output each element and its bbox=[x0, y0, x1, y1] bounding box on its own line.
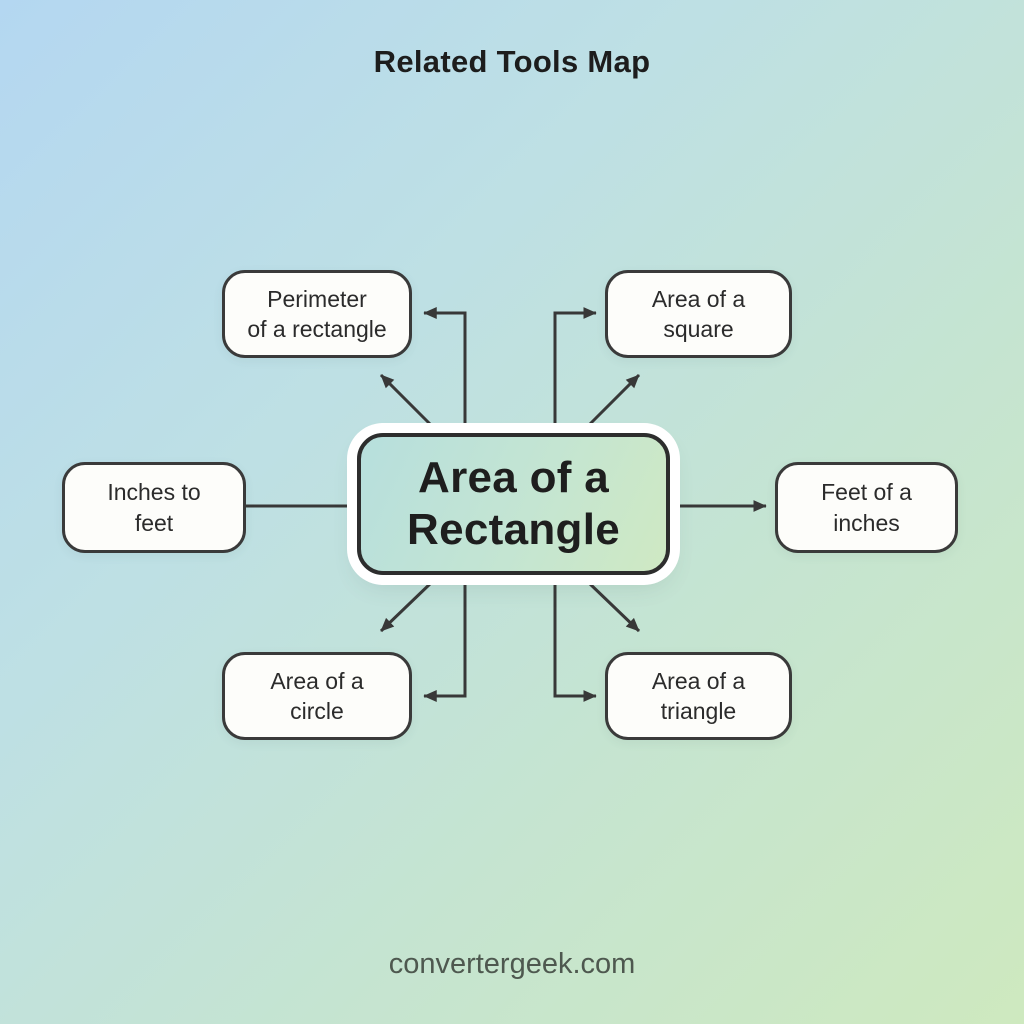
node-label: Feet of a inches bbox=[821, 479, 912, 536]
node-area-of-a-square[interactable]: Area of a square bbox=[605, 270, 792, 358]
node-label: Inches to feet bbox=[107, 479, 201, 536]
node-label: Perimeter of a rectangle bbox=[247, 285, 387, 342]
node-perimeter-of-a-rectangle[interactable]: Perimeter of a rectangle bbox=[222, 270, 412, 358]
node-label: Area of a square bbox=[651, 285, 746, 342]
node-area-of-a-circle[interactable]: Area of a circle bbox=[222, 652, 412, 740]
center-node-label: Area of a Rectangle bbox=[407, 453, 620, 554]
node-label: Area of a circle bbox=[270, 667, 364, 724]
node-feet-of-a-inches[interactable]: Feet of a inches bbox=[775, 462, 958, 553]
edge-center-to-perimeter-diagonal-arrow bbox=[379, 373, 434, 428]
node-inches-to-feet[interactable]: Inches to feet bbox=[62, 462, 246, 553]
edge-center-to-circle-diagonal-arrow bbox=[379, 580, 434, 633]
node-label: Area of a triangle bbox=[651, 667, 746, 724]
edge-center-to-triangle-diagonal-arrow bbox=[586, 580, 641, 633]
page-title: Related Tools Map bbox=[373, 44, 651, 79]
node-area-of-a-triangle[interactable]: Area of a triangle bbox=[605, 652, 792, 740]
site-watermark: convertergeek.com bbox=[388, 948, 636, 980]
node-area-of-a-rectangle-central[interactable]: Area of a Rectangle bbox=[357, 433, 670, 575]
edge-center-to-square-diagonal-arrow bbox=[586, 373, 641, 428]
